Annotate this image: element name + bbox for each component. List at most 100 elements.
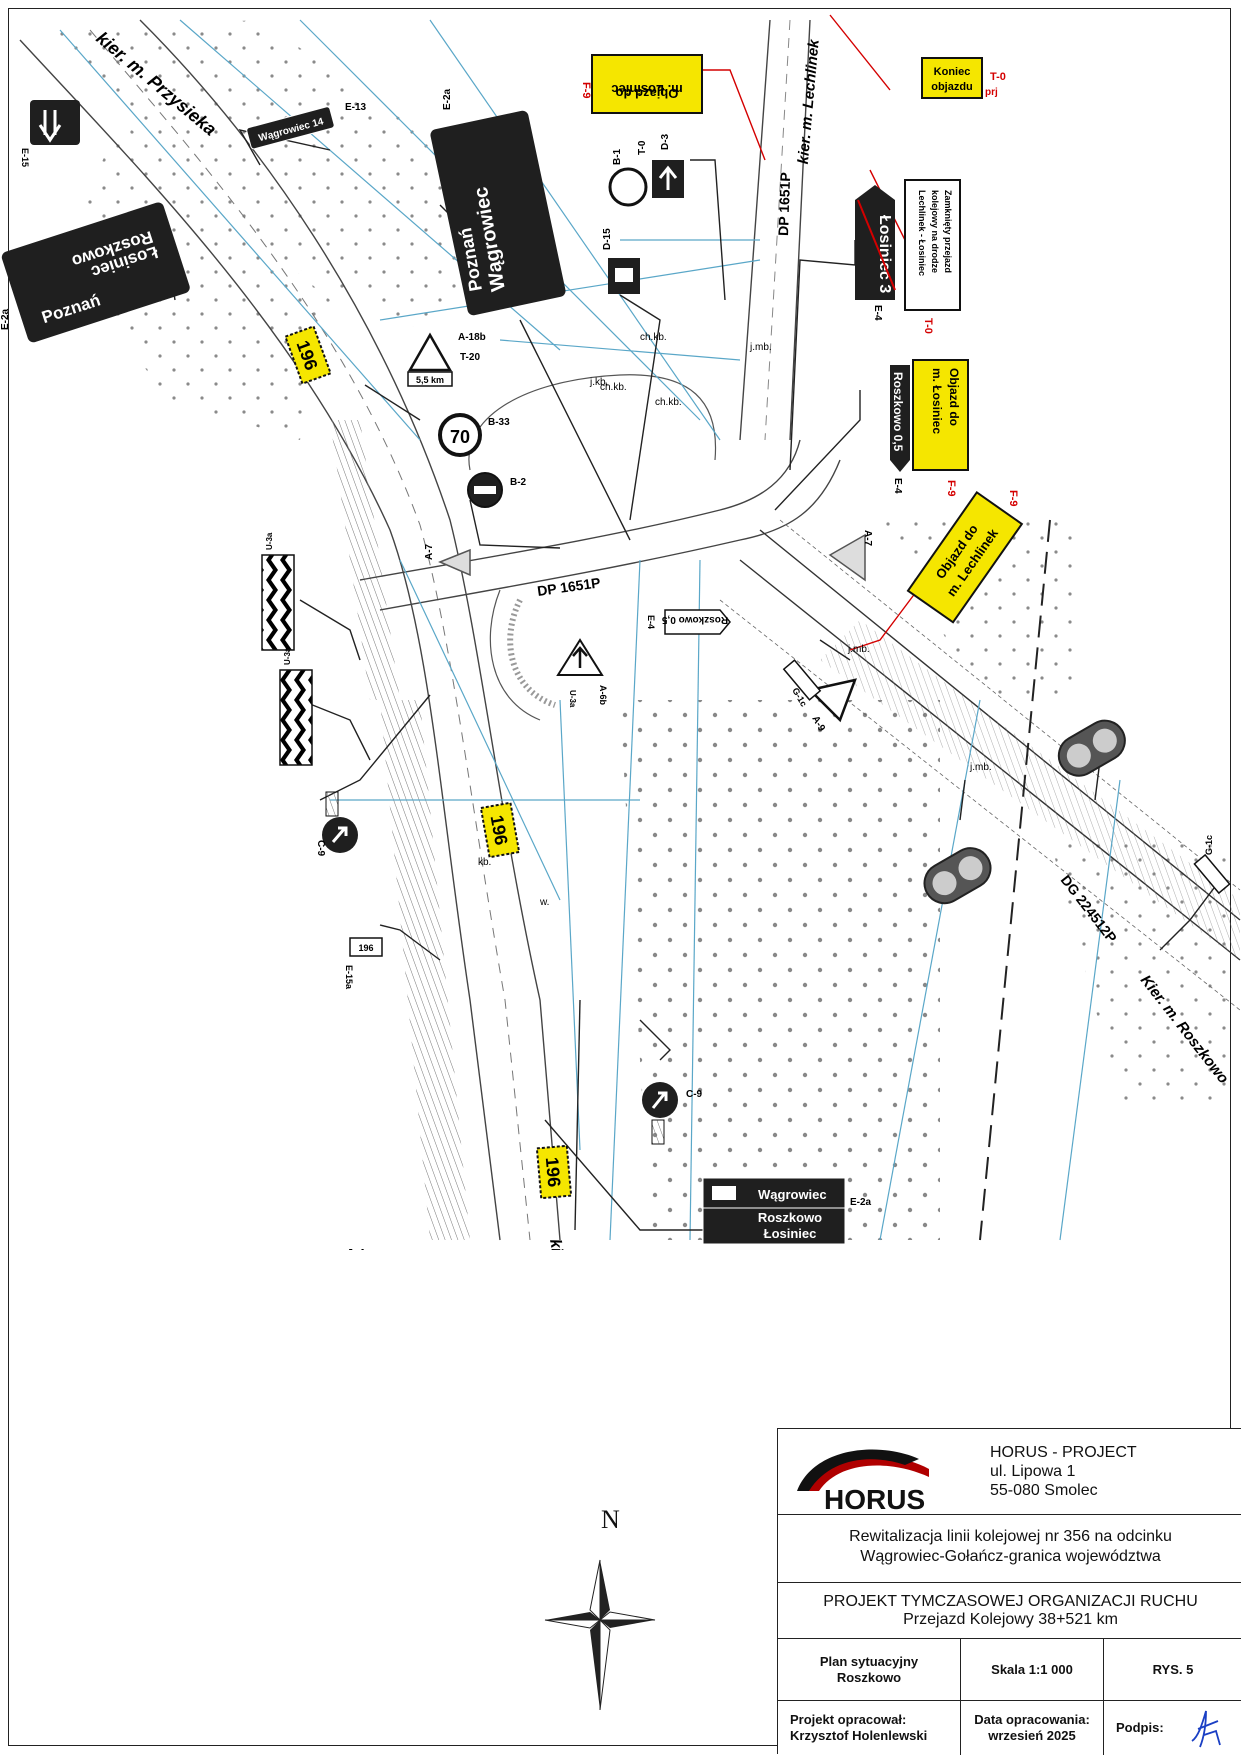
svg-text:A-7: A-7: [424, 543, 435, 560]
drawing-subtitle: Przejazd Kolejowy 38+521 km: [903, 1611, 1118, 1628]
road-verge-hatch: [380, 700, 470, 1240]
svg-text:196: 196: [358, 943, 373, 953]
road-dp1651p-edge: [379, 459, 841, 611]
route-196-shield: 196 196 196: [284, 325, 573, 1200]
sign-f9-objazd-losiniec-top: Objazd do m. Łosiniec F-9: [580, 54, 703, 114]
plan-row: Plan sytuacyjny Roszkowo Skala 1:1 000 R…: [778, 1639, 1241, 1701]
sign-e2a-roszkowo-poznan: Roszkowo Łosiniec Poznań: [1, 202, 190, 343]
railway-area: [620, 700, 940, 1240]
svg-text:D-15: D-15: [602, 228, 613, 250]
project-row: Rewitalizacja linii kolejowej nr 356 na …: [778, 1515, 1241, 1583]
svg-text:HORUS: HORUS: [824, 1484, 925, 1515]
sign-code: T-0: [637, 140, 648, 155]
traffic-light: [923, 847, 992, 905]
author-row: Projekt opracował: Krzysztof Holenlewski…: [778, 1701, 1241, 1755]
road-dp1651p-north: [739, 19, 811, 441]
svg-text:E-4: E-4: [892, 478, 903, 494]
label-ch-kb: ch.kb.: [640, 332, 667, 343]
svg-text:F-9: F-9: [580, 82, 592, 99]
svg-text:B-1: B-1: [612, 148, 623, 165]
label-j-kb: j.kb.: [589, 377, 608, 388]
company-street: ul. Lipowa 1: [990, 1463, 1076, 1480]
plan-label-line2: Roszkowo: [836, 1669, 902, 1685]
sign-e4-roszkowo: Roszkowo 0,5 E-4: [890, 365, 910, 494]
green-area: [60, 120, 330, 440]
rail-edge: [779, 519, 1241, 891]
svg-text:T-0: T-0: [922, 318, 934, 334]
svg-text:Koniec: Koniec: [934, 66, 971, 78]
north-label-lower: N: [601, 1505, 620, 1534]
label-ch-kb: ch.kb.: [600, 382, 627, 393]
sign-t0-koniec-objazdu: Koniec objazdu T-0 prj: [921, 57, 1006, 99]
svg-text:Objazd do: Objazd do: [616, 86, 679, 101]
svg-text:Łosiniec: Łosiniec: [764, 1226, 817, 1241]
sign-d3: D-3: [652, 133, 684, 198]
sign-a7-right: A-7: [828, 530, 873, 582]
sign-u3a-chevron-top: U-3a: [261, 532, 295, 651]
svg-text:C-9: C-9: [315, 840, 326, 857]
svg-text:prj: prj: [985, 87, 998, 98]
sign-e15a: 196 E-15a: [344, 937, 383, 990]
sign-code: E-13: [345, 102, 367, 113]
road-196-centerline: [89, 29, 531, 1241]
sign-g1c-b: G-1c: [1193, 835, 1231, 895]
svg-text:196: 196: [542, 1156, 565, 1188]
svg-text:kolejowy na drodze: kolejowy na drodze: [930, 190, 940, 273]
drawing-frame: [8, 8, 1231, 1746]
svg-text:B-33: B-33: [488, 417, 510, 428]
svg-text:A-6b: A-6b: [598, 685, 608, 706]
sign-code: E-2a: [0, 308, 11, 330]
company-name: HORUS - PROJECT: [990, 1444, 1137, 1461]
sign-e15: E-15: [20, 100, 80, 167]
sheet-cell: RYS. 5: [1104, 1639, 1241, 1700]
plan-label-cell: Plan sytuacyjny Roszkowo: [778, 1639, 961, 1700]
scale-cell: Skala 1:1 000: [961, 1639, 1104, 1700]
author-label: Projekt opracował:: [790, 1712, 907, 1728]
author-cell: Projekt opracował: Krzysztof Holenlewski: [778, 1701, 961, 1755]
loop-road: [489, 589, 541, 721]
label-w: w.: [539, 897, 549, 908]
road-verge-hatch: [330, 420, 400, 700]
sign-e2a-wagrowiec-poznan: Wągrowiec Poznań: [430, 110, 566, 316]
svg-text:U-3a: U-3a: [283, 647, 292, 665]
svg-text:G-1c: G-1c: [1204, 835, 1214, 855]
svg-text:5,5 km: 5,5 km: [416, 375, 444, 385]
svg-text:A-7: A-7: [862, 530, 873, 547]
direction-lechlinek: kier. m. Lechlinek: [795, 38, 823, 165]
plan-label-line1: Plan sytuacyjny: [819, 1653, 919, 1669]
label-ch-kb: ch.kb.: [655, 397, 682, 408]
label-j-mb: j.mb.: [969, 762, 992, 773]
sign-d15: D-15: [602, 228, 640, 294]
sign-a6b: A-6b: [556, 638, 608, 706]
project-title-line2: Wągrowiec-Gołańcz-granica województwa: [860, 1548, 1161, 1565]
sign-e4-losiniec-closed: Łosiniec 3 Zamknięty przejazd kolejowy n…: [855, 179, 961, 334]
sign-f9-objazd-losiniec-right: Objazd do m. Łosiniec F-9: [912, 359, 969, 497]
label-kb: kb.: [478, 857, 491, 868]
drawing-title-row: PROJEKT TYMCZASOWEJ ORGANIZACJI RUCHU Pr…: [778, 1583, 1241, 1639]
svg-text:B-2: B-2: [510, 477, 527, 488]
date-cell: Data opracowania: wrzesień 2025: [961, 1701, 1104, 1755]
north-arrow-lower: [544, 1559, 656, 1711]
svg-text:D-3: D-3: [660, 133, 671, 150]
sign-u3a-chevron-bottom: U-3a: [279, 647, 313, 766]
drawing-title: PROJEKT TYMCZASOWEJ ORGANIZACJI RUCHU: [823, 1593, 1198, 1610]
svg-text:E-15: E-15: [20, 148, 30, 167]
signature-cell: Podpis:: [1104, 1701, 1241, 1755]
label-j-mb: j.mb.: [847, 644, 870, 655]
sign-e4-roszkowo-mid: Roszkowo 0,5 E-4: [646, 609, 731, 635]
rail-edge: [719, 599, 1241, 1011]
green-area: [40, 20, 560, 330]
svg-text:objazdu: objazdu: [931, 81, 973, 93]
sign-code: U-3a: [568, 690, 577, 708]
road-centerline: [764, 19, 791, 441]
svg-text:Roszkowo: Roszkowo: [758, 1210, 822, 1225]
sign-e2a-bottom: Wągrowiec Roszkowo Łosiniec E-2a: [702, 1177, 872, 1245]
road-label-dp-north: DP 1651P: [775, 172, 793, 236]
sign-c9-left: C-9: [315, 791, 358, 857]
svg-text:E-15a: E-15a: [344, 965, 354, 990]
date-value: wrzesień 2025: [988, 1728, 1076, 1743]
svg-text:Roszkowo 0,5: Roszkowo 0,5: [891, 372, 905, 452]
svg-text:T-20: T-20: [460, 352, 480, 363]
road-dp1651p-edge: [359, 439, 801, 581]
signature-image: [1191, 1710, 1221, 1748]
